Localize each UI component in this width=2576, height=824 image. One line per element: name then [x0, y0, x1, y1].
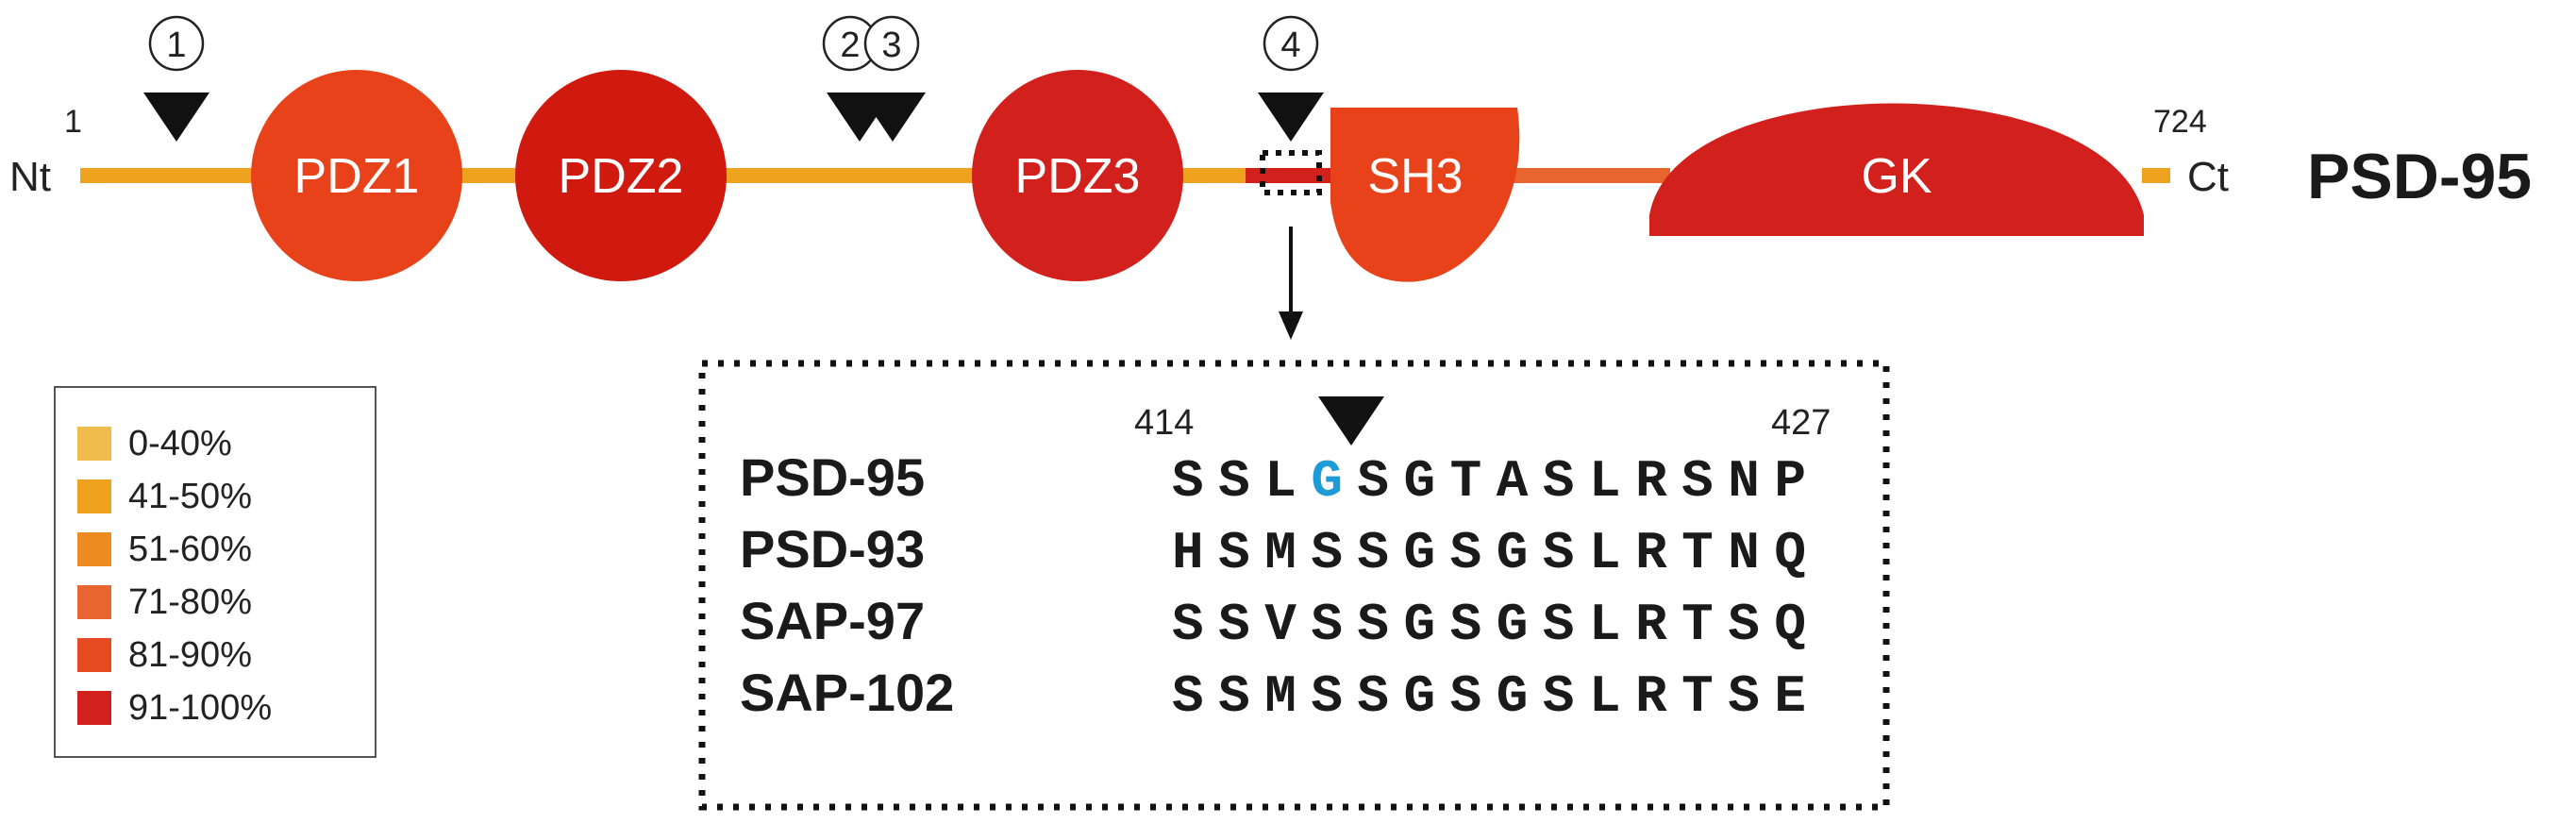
- legend-swatch: [77, 691, 111, 725]
- domain-pdz3-label: PDZ3: [1015, 149, 1141, 204]
- start-residue-label: 1: [64, 104, 82, 140]
- sequence-pre: HSMSSGSGSLRTNQ: [1172, 523, 1806, 583]
- alignment-dotted-frame: [698, 360, 1890, 811]
- site-number-4: 4: [1280, 25, 1300, 65]
- legend-label: 51-60%: [128, 530, 252, 569]
- legend-swatch: [77, 585, 111, 619]
- domain-gk: GK: [1649, 103, 2144, 236]
- legend-item: 91-100%: [77, 688, 272, 728]
- site-4-arrowhead: [1258, 92, 1324, 142]
- site-marker-4: 4: [1258, 15, 1324, 142]
- domain-pdz1-label: PDZ1: [294, 149, 420, 204]
- legend: 0-40% 41-50% 51-60% 71-80% 81-90% 91-100%: [54, 386, 376, 758]
- site-number-3: 3: [881, 25, 901, 65]
- domain-pdz2: PDZ2: [515, 70, 727, 281]
- site-marker-3: 3: [860, 15, 926, 142]
- legend-label: 41-50%: [128, 477, 252, 516]
- c-terminus-label: Ct: [2187, 154, 2229, 200]
- site-number-2: 2: [840, 25, 860, 65]
- sequence-highlight-residue: G: [1311, 451, 1343, 512]
- site-number-1: 1: [166, 25, 186, 65]
- sequence-post: SGTASLRSNP: [1357, 451, 1806, 512]
- n-terminus-label: Nt: [9, 154, 51, 200]
- legend-item: 51-60%: [77, 530, 252, 569]
- site-3-arrowhead: [860, 92, 926, 142]
- domain-pdz2-label: PDZ2: [559, 149, 684, 204]
- site-marker-1: 1: [143, 15, 209, 142]
- legend-item: 71-80%: [77, 582, 252, 622]
- legend-label: 0-40%: [128, 424, 232, 463]
- sequence: SSMSSGSGSLRTSE: [1172, 666, 1806, 727]
- linker-c-terminal: [2142, 168, 2170, 183]
- alignment-row: SAP-97 SSVSSGSGSLRTSQ: [740, 591, 1806, 655]
- legend-swatch: [77, 638, 111, 672]
- alignment-start-residue: 414: [1134, 403, 1194, 443]
- legend-label: 91-100%: [128, 688, 272, 728]
- domain-pdz1: PDZ1: [251, 70, 462, 281]
- sequence-pre: SSMSSGSGSLRTSE: [1172, 666, 1806, 727]
- domain-sh3: SH3: [1330, 108, 1520, 282]
- end-residue-label: 724: [2153, 104, 2207, 140]
- alignment-end-residue: 427: [1771, 403, 1831, 443]
- legend-swatch: [77, 479, 111, 513]
- sequence-pre: SSL: [1172, 451, 1296, 512]
- alignment-row: PSD-93 HSMSSGSGSLRTNQ: [740, 519, 1806, 583]
- sequence-name: SAP-102: [740, 663, 954, 722]
- linker-sh3-gk: [1510, 168, 1670, 183]
- alignment-site-arrowhead: [1318, 396, 1384, 446]
- legend-item: 0-40%: [77, 424, 232, 463]
- legend-label: 81-90%: [128, 635, 252, 675]
- legend-swatch: [77, 532, 111, 566]
- sequence: SSVSSGSGSLRTSQ: [1172, 595, 1806, 655]
- legend-item: 81-90%: [77, 635, 252, 675]
- protein-name: PSD-95: [2307, 141, 2532, 212]
- sequence-name: SAP-97: [740, 591, 925, 650]
- site-1-arrowhead: [143, 92, 209, 142]
- legend-item: 41-50%: [77, 477, 252, 516]
- legend-label: 71-80%: [128, 582, 252, 622]
- sequence: HSMSSGSGSLRTNQ: [1172, 523, 1806, 583]
- domain-sh3-label: SH3: [1367, 149, 1463, 204]
- sequence-name: PSD-95: [740, 447, 925, 507]
- sequence-name: PSD-93: [740, 519, 925, 579]
- legend-items: 0-40% 41-50% 51-60% 71-80% 81-90% 91-100%: [77, 424, 272, 728]
- zoom-arrow: [1279, 227, 1303, 340]
- sequence-pre: SSVSSGSGSLRTSQ: [1172, 595, 1806, 655]
- alignment-row: SAP-102 SSMSSGSGSLRTSE: [740, 663, 1806, 727]
- domain-pdz3: PDZ3: [972, 70, 1183, 281]
- linker-highlight-box: [1260, 150, 1322, 195]
- domain-gk-label: GK: [1861, 149, 1932, 204]
- legend-swatch: [77, 427, 111, 461]
